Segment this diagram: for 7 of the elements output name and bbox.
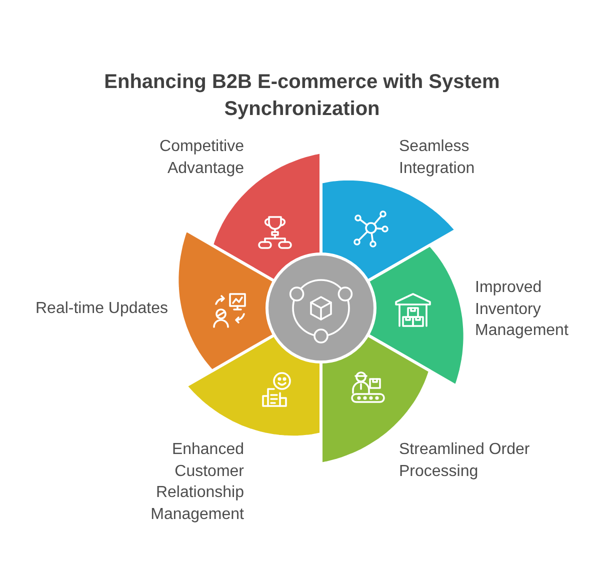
segment-label: Real-time Updates (34, 299, 168, 319)
segment-label: Enhanced Customer Relationship Management (150, 440, 244, 524)
segment-label: Improved Inventory Management (475, 278, 570, 341)
segment-label: Streamlined Order Processing (399, 440, 531, 482)
segment-label: Seamless Integration (399, 137, 476, 178)
segment-label: Competitive Advantage (158, 137, 244, 178)
diagram-title: Enhancing B2B E-commerce with System Synchronization (103, 70, 501, 122)
